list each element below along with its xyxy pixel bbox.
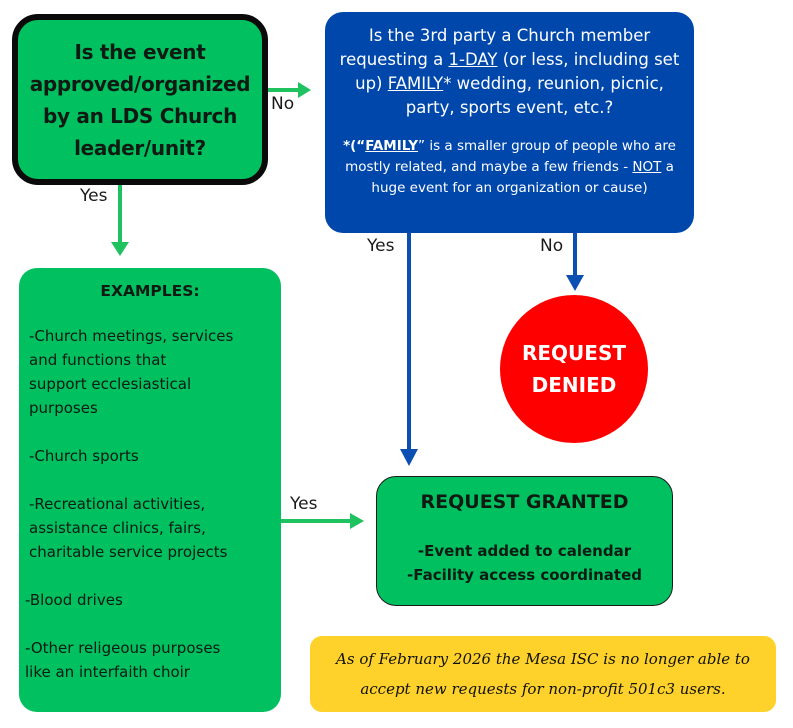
note-text: a huge event for an organization or caus… <box>371 159 674 196</box>
label-no-2: No <box>540 236 564 256</box>
arrow-q2-no <box>566 233 584 291</box>
notice-banner: As of February 2026 the Mesa ISC is no l… <box>310 636 776 712</box>
label-yes-2: Yes <box>367 236 395 256</box>
example-item: -Church sports <box>29 447 139 465</box>
question-text: requesting a <box>339 50 449 69</box>
notice-line: As of February 2026 the Mesa ISC is no l… <box>336 650 750 668</box>
granted-title: REQUEST GRANTED <box>420 491 629 513</box>
question-text: * wedding, reunion, picnic, <box>443 74 664 93</box>
example-item: -Other religeous purposes like an interf… <box>25 639 221 681</box>
granted-line: -Facility access coordinated <box>406 566 643 584</box>
decision-church-organized-text: Is the event approved/organized by an LD… <box>29 39 251 160</box>
label-yes-1: Yes <box>80 186 108 206</box>
arrow-q1-yes <box>111 180 129 256</box>
question-line: Is the 3rd party a Church member <box>368 26 651 45</box>
label-no-1: No <box>271 94 295 114</box>
granted-line: -Event added to calendar <box>417 542 632 560</box>
family-definition-note: *(“FAMILY” is a smaller group of people … <box>333 136 686 199</box>
question-line: up) FAMILY* wedding, reunion, picnic, <box>333 72 686 96</box>
examples-box: EXAMPLES: -Church meetings, services and… <box>19 268 281 712</box>
example-item: -Blood drives <box>25 591 123 609</box>
question-text: up) <box>355 74 388 93</box>
denied-line: REQUEST <box>521 341 626 365</box>
label-yes-3: Yes <box>290 494 318 514</box>
examples-title: EXAMPLES: <box>100 282 200 300</box>
arrow-q1-no <box>262 82 311 98</box>
request-denied-circle: REQUEST DENIED <box>500 295 648 443</box>
arrow-q2-yes <box>400 233 418 466</box>
denied-line: DENIED <box>531 373 617 397</box>
request-granted-box: REQUEST GRANTED -Event added to calendar… <box>376 476 673 606</box>
emphasis-1-day: 1-DAY <box>448 50 498 69</box>
decision-family-event: Is the 3rd party a Church member request… <box>325 12 694 233</box>
question-line: party, sports event, etc.? <box>405 98 614 117</box>
note-family: FAMILY <box>365 138 419 154</box>
decision-family-event-question: Is the 3rd party a Church member request… <box>333 24 686 120</box>
question-text: (or less, including set <box>497 50 680 69</box>
example-item: -Recreational activities, assistance cli… <box>29 495 228 561</box>
note-text: ” is a smaller group of people who are m… <box>345 138 676 175</box>
example-item: -Church meetings, services and functions… <box>29 327 234 417</box>
question-line: requesting a 1-DAY (or less, including s… <box>333 48 686 72</box>
emphasis-family: FAMILY <box>387 74 444 93</box>
notice-line: accept new requests for non-profit 501c3… <box>360 680 726 698</box>
arrow-examples-yes <box>281 513 364 529</box>
note-text: *(“ <box>343 138 366 154</box>
note-not: NOT <box>632 159 662 175</box>
decision-church-organized: Is the event approved/organized by an LD… <box>12 14 268 185</box>
